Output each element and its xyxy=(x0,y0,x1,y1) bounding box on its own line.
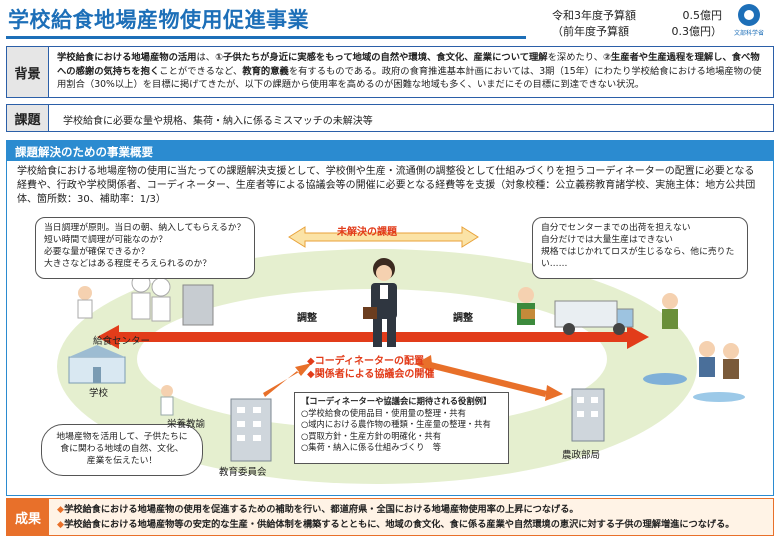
bubble-line: 規格ではじかれてロスが生じるなら、他に売りたい…… xyxy=(541,247,735,269)
ministry-logo-icon xyxy=(738,4,760,26)
nutrition-teacher-figure xyxy=(160,385,174,416)
background-bold: 学校給食における地場産物の活用 xyxy=(57,52,197,63)
background-plain: を深めたり、 xyxy=(547,52,604,63)
lunch-center-figures xyxy=(77,273,214,326)
bubble-line: 当日調理が原則。当日の朝、納入してもらえるか？ xyxy=(44,223,246,233)
budget-label: 令和3年度予算額 xyxy=(552,9,636,22)
truck-figure xyxy=(517,287,634,335)
budget-value: 0.3億円） xyxy=(671,25,723,38)
bullet-icon: ◆ xyxy=(57,504,65,515)
coordinator-placement: ◆コーディネーターの配置 xyxy=(307,356,424,367)
ministry-logo: 文部科学省 xyxy=(727,4,771,37)
background-plain: は、 xyxy=(196,52,216,63)
budget-row-current: 令和3年度予算額 0.5億円 xyxy=(552,8,722,24)
bubble-line: 自分でセンターまでの出荷を担えない xyxy=(541,223,691,233)
result-item-text: 学校給食における地場産物の使用を促進するための補助を行い、都道府県・全国における… xyxy=(64,504,579,515)
role-item: ○集荷・納入に係る仕組みづくり 等 xyxy=(301,442,441,452)
diagonal-arrow-left xyxy=(263,363,312,397)
unresolved-issue-label: 未解決の課題 xyxy=(337,227,397,238)
background-bold: 教育的意義 xyxy=(242,65,289,77)
background-plain: ことができるなど、 xyxy=(159,65,243,77)
farmer-figures xyxy=(643,293,745,402)
title-underline xyxy=(6,36,526,39)
issue-text: 学校給食に必要な量や規格、集荷・納入に係るミスマッチの未解決等 xyxy=(63,116,373,127)
agri-office-building xyxy=(571,388,605,442)
budget-row-previous: （前年度予算額 0.3億円） xyxy=(552,24,722,40)
coordinator-figure xyxy=(363,258,397,347)
background-text: 学校給食における地場産物の活用は、①子供たちが身近に実感をもって地域の自然や環境… xyxy=(49,47,773,97)
background-plain: を有するものである。政府の食育推進基本計画においては、3期（15年）にわたり学校… xyxy=(57,65,762,91)
background-section: 背景 学校給食における地場産物の活用は、①子供たちが身近に実感をもって地域の自然… xyxy=(6,46,774,98)
diagonal-arrow-right xyxy=(415,355,563,401)
agri-office-label: 農政部局 xyxy=(562,450,601,461)
school-label: 学校 xyxy=(89,388,109,399)
board-building xyxy=(230,398,272,462)
bubble-line: 産業を伝えたい！ xyxy=(86,456,158,466)
adjust-label-left: 調整 xyxy=(297,313,317,324)
unresolved-arrow xyxy=(288,226,479,248)
expected-roles-box: 【コーディネーターや協議会に期待される役割例】 ○学校給食の使用品目・使用量の整… xyxy=(294,392,509,464)
budget-block: 令和3年度予算額 0.5億円 （前年度予算額 0.3億円） xyxy=(552,8,722,40)
background-label: 背景 xyxy=(7,47,49,97)
overview-description: 学校給食における地場産物の使用に当たっての課題解決支援として、学校側や生産・流通… xyxy=(17,166,756,205)
background-bold: ①子供たちが身近に実感をもって地域の自然や環境、食文化、産業について理解 xyxy=(215,52,548,63)
result-item: ◆学校給食における地場産物等の安定的な生産・供給体制を構築するとともに、地域の食… xyxy=(57,517,765,532)
overview-section: 課題解決のための事業概要 学校給食における地場産物の使用に当たっての課題解決支援… xyxy=(6,140,774,496)
bullet-icon: ◆ xyxy=(57,519,65,530)
budget-value: 0.5億円 xyxy=(682,9,723,22)
bubble-line: 大きさなどはある程度そろえられるのか？ xyxy=(44,259,212,269)
roles-title: 【コーディネーターや協議会に期待される役割例】 xyxy=(301,396,492,406)
producer-concerns-bubble: 自分でセンターまでの出荷を担えない 自分だけでは大量生産はできない 規格ではじか… xyxy=(532,217,748,279)
budget-label: （前年度予算額 xyxy=(552,25,629,38)
lunch-center-concerns-bubble: 当日調理が原則。当日の朝、納入してもらえるか？ 短い時間で調理が可能なのか？ 必… xyxy=(35,217,255,279)
result-item: ◆学校給食における地場産物の使用を促進するための補助を行い、都道府県・全国におけ… xyxy=(57,502,765,517)
result-item-text: 学校給食における地場産物等の安定的な生産・供給体制を構築するとともに、地域の食文… xyxy=(64,519,735,530)
bubble-line: 必要な量が確保できるか？ xyxy=(44,247,150,257)
coordinator-measures: ◆コーディネーターの配置 ◆関係者による協議会の開催 xyxy=(307,355,434,381)
board-wish-bubble: 地場産物を活用して、子供たちに 食に関わる地域の自然、文化、 産業を伝えたい！ xyxy=(41,424,203,476)
bubble-line: 短い時間で調理が可能なのか？ xyxy=(44,235,168,245)
role-item: ○買取方針・生産方針の明確化・共有 xyxy=(301,430,441,441)
board-of-education-label: 教育委員会 xyxy=(219,467,267,478)
diagram-stage: 当日調理が原則。当日の朝、納入してもらえるか？ 短い時間で調理が可能なのか？ 必… xyxy=(7,209,772,495)
nutrition-teacher-label: 栄養教諭 xyxy=(167,419,206,430)
result-label: 成果 xyxy=(7,499,49,535)
page-title: 学校給食地場産物使用促進事業 xyxy=(8,8,309,32)
role-item: ○学校給食の使用品目・使用量の整理・共有 xyxy=(301,407,466,418)
background-bold: ②生産者や生産過程を理解し、食べ物への感謝の気持ちを抱く xyxy=(57,52,760,77)
adjust-label-right: 調整 xyxy=(453,313,473,324)
role-item: ○域内における農作物の種類・生産量の整理・共有 xyxy=(301,419,491,429)
issue-label: 課題 xyxy=(7,105,49,131)
result-text: ◆学校給食における地場産物の使用を促進するための補助を行い、都道府県・全国におけ… xyxy=(49,499,773,535)
bubble-line: 地場産物を活用して、子供たちに xyxy=(56,432,188,442)
overview-header: 課題解決のための事業概要 xyxy=(7,141,773,161)
result-section: 成果 ◆学校給食における地場産物の使用を促進するための補助を行い、都道府県・全国… xyxy=(6,498,774,536)
issue-section: 課題 学校給食に必要な量や規格、集荷・納入に係るミスマッチの未解決等 xyxy=(6,104,774,132)
lunch-center-label: 給食センター xyxy=(93,336,151,347)
ministry-logo-text: 文部科学省 xyxy=(733,30,764,37)
council-meeting: ◆関係者による協議会の開催 xyxy=(307,369,435,380)
bubble-line: 自分だけでは大量生産はできない xyxy=(541,235,673,245)
school-building xyxy=(68,345,126,384)
diagram-arrows xyxy=(68,226,745,462)
bubble-line: 食に関わる地域の自然、文化、 xyxy=(60,444,184,454)
